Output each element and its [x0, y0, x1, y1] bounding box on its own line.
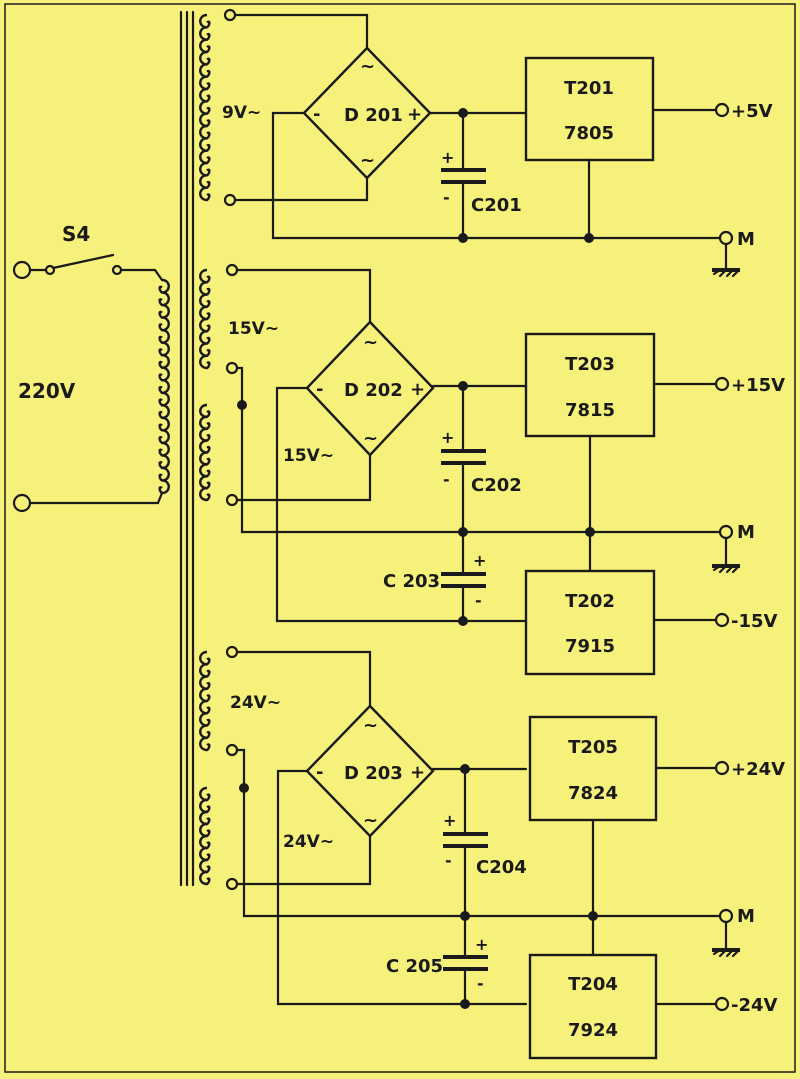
winding-label-24v-a: 24V~	[230, 693, 281, 713]
svg-text:+: +	[407, 104, 422, 125]
capacitor-c204-label: C204	[476, 857, 527, 878]
output-label-plus24v: +24V	[731, 759, 785, 780]
section-24v: 24V~ 24V~ D 203 ~ ~ - + + - C204 + - C 2…	[199, 645, 785, 1060]
bridge-d202	[305, 320, 435, 457]
output-terminal-plus24v	[714, 760, 730, 776]
regulator-t204-type: 7924	[568, 1020, 618, 1041]
mains-terminal-top	[12, 260, 32, 280]
regulator-t203-name: T203	[565, 354, 615, 375]
output-label-plus5v: +5V	[731, 101, 773, 122]
svg-text:+: +	[443, 811, 456, 830]
svg-text:-: -	[443, 188, 450, 207]
winding-label-15v-a: 15V~	[228, 319, 279, 339]
winding-label-15v-b: 15V~	[283, 446, 334, 466]
section-5v: 9V~ D 201 ~ ~ - + + - C201 T201 7805 +5V…	[199, 8, 773, 278]
bridge-d203-label: D 203	[344, 763, 403, 784]
svg-text:-: -	[313, 104, 320, 125]
mains-terminal-bottom	[12, 493, 32, 513]
svg-text:~: ~	[360, 56, 375, 77]
regulator-t202	[524, 569, 656, 676]
transformer-core	[179, 10, 195, 887]
primary-winding	[158, 278, 170, 495]
svg-text:-: -	[477, 974, 484, 993]
ground-label-2: M	[737, 522, 755, 543]
svg-text:~: ~	[363, 715, 378, 736]
regulator-t201	[524, 56, 655, 162]
output-label-plus15v: +15V	[731, 375, 785, 396]
output-terminal-minus15v	[714, 612, 730, 628]
svg-text:-: -	[316, 379, 323, 400]
regulator-t202-type: 7915	[565, 636, 615, 657]
section-15v: 15V~ 15V~ D 202 ~ ~ - + + - C202 + - C 2…	[199, 263, 785, 676]
capacitor-c203-label: C 203	[383, 571, 440, 592]
switch-s4-label: S4	[62, 222, 90, 246]
svg-text:+: +	[410, 379, 425, 400]
svg-text:-: -	[316, 762, 323, 783]
ground-label-3: M	[737, 906, 755, 927]
regulator-t204	[528, 953, 658, 1060]
secondary-winding-15v-b	[199, 403, 211, 502]
mains-input: S4 220V	[12, 222, 170, 513]
mains-voltage-label: 220V	[18, 379, 76, 403]
winding-label-24v-b: 24V~	[283, 832, 334, 852]
svg-text:-: -	[445, 851, 452, 870]
bridge-d203	[305, 704, 435, 838]
secondary-winding-24v-a	[199, 650, 211, 752]
switch-s4-lever	[51, 253, 115, 270]
svg-text:+: +	[473, 551, 486, 570]
ground-terminal-3	[718, 908, 734, 924]
secondary-winding-15v-a	[199, 268, 211, 370]
regulator-t202-name: T202	[565, 591, 615, 612]
capacitor-c201-label: C201	[471, 195, 522, 216]
svg-text:+: +	[475, 935, 488, 954]
secondary-winding-9v	[199, 13, 211, 202]
svg-text:~: ~	[363, 332, 378, 353]
regulator-t201-name: T201	[564, 78, 614, 99]
bridge-d201-label: D 201	[344, 105, 403, 126]
svg-text:-: -	[475, 591, 482, 610]
output-terminal-minus24v	[714, 996, 730, 1012]
svg-text:~: ~	[363, 810, 378, 831]
ground-label-1: M	[737, 229, 755, 250]
bridge-d201	[302, 46, 432, 180]
secondary-winding-24v-b	[199, 786, 211, 886]
winding-label-9v: 9V~	[222, 103, 261, 123]
capacitor-c205-label: C 205	[386, 956, 443, 977]
svg-text:+: +	[410, 762, 425, 783]
regulator-t205	[528, 715, 658, 822]
svg-text:-: -	[443, 470, 450, 489]
regulator-t204-name: T204	[568, 974, 618, 995]
regulator-t205-name: T205	[568, 737, 618, 758]
output-terminal-plus15v	[714, 376, 730, 392]
output-terminal-plus5v	[714, 102, 730, 118]
bridge-d202-label: D 202	[344, 380, 403, 401]
capacitor-c202-label: C202	[471, 475, 522, 496]
regulator-t203-type: 7815	[565, 400, 615, 421]
regulator-t205-type: 7824	[568, 783, 618, 804]
ground-terminal-2	[718, 524, 734, 540]
output-label-minus15v: -15V	[731, 611, 778, 632]
svg-text:~: ~	[360, 150, 375, 171]
svg-text:~: ~	[363, 428, 378, 449]
svg-text:+: +	[441, 148, 454, 167]
svg-text:+: +	[441, 428, 454, 447]
output-label-minus24v: -24V	[731, 995, 778, 1016]
regulator-t201-type: 7805	[564, 123, 614, 144]
ground-terminal-1	[718, 230, 734, 246]
